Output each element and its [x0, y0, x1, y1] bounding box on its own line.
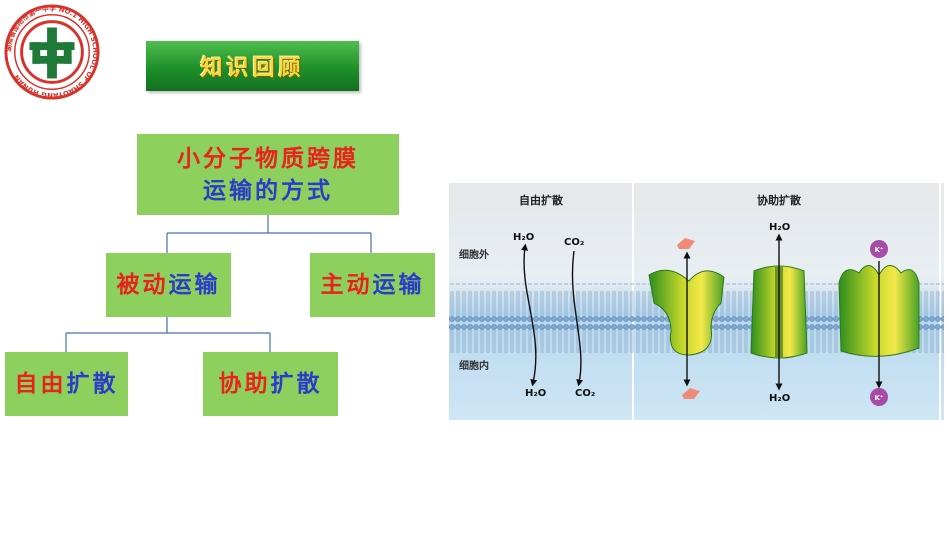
- panel-left-title: 自由扩散: [519, 193, 564, 207]
- root-line2: 运输的方式: [203, 176, 333, 204]
- root-line1: 小分子物质跨膜: [177, 145, 359, 173]
- k-ion-bottom-label: K⁺: [874, 394, 883, 402]
- passive-part2: 运输: [168, 271, 221, 299]
- facilitated-part2: 扩散: [270, 370, 323, 398]
- h2o-bottom-right: H₂O: [769, 393, 790, 404]
- concept-root-node: 小分子物质跨膜 运输的方式: [137, 134, 399, 215]
- co2-top: CO₂: [564, 237, 584, 248]
- facilitated-diffusion-node: 协助扩散: [203, 352, 338, 416]
- active-transport-node: 主动运输: [310, 253, 435, 317]
- inside-label: 细胞内: [459, 359, 489, 372]
- free-part1: 自由: [14, 370, 67, 398]
- solute-bottom-icon: [682, 388, 700, 399]
- h2o-bottom-left: H₂O: [525, 388, 546, 399]
- solute-top-icon: [677, 238, 695, 249]
- h2o-top-right: H₂O: [769, 222, 790, 233]
- h2o-top-left: H₂O: [513, 232, 534, 243]
- free-part2: 扩散: [66, 370, 119, 398]
- active-part2: 运输: [372, 271, 425, 299]
- panel-right-title: 协助扩散: [757, 193, 802, 207]
- k-ion-top-label: K⁺: [874, 246, 883, 254]
- facilitated-part1: 协助: [218, 370, 271, 398]
- co2-diffusion-arrow: [571, 250, 584, 387]
- outside-label: 细胞外: [459, 248, 489, 261]
- page-title: 知识回顾: [200, 55, 305, 81]
- school-emblem-icon: 湖南省邵阳市第一中学 NO.1 HIGH SCHOOL OF SHAOYANG …: [4, 4, 100, 100]
- free-diffusion-node: 自由扩散: [5, 352, 128, 416]
- membrane-transport-figure: 自由扩散 协助扩散 细胞外 细胞内 H₂O CO₂ H₂O CO₂ H₂O H₂…: [449, 183, 944, 420]
- passive-part1: 被动: [116, 271, 169, 299]
- k-ion-bottom-icon: [870, 388, 888, 406]
- h2o-diffusion-arrow: [521, 243, 538, 387]
- co2-bottom: CO₂: [575, 388, 595, 399]
- passive-transport-node: 被动运输: [106, 253, 231, 317]
- title-banner: 知识回顾: [146, 41, 359, 91]
- k-ion-top-icon: [870, 240, 888, 258]
- active-part1: 主动: [320, 271, 373, 299]
